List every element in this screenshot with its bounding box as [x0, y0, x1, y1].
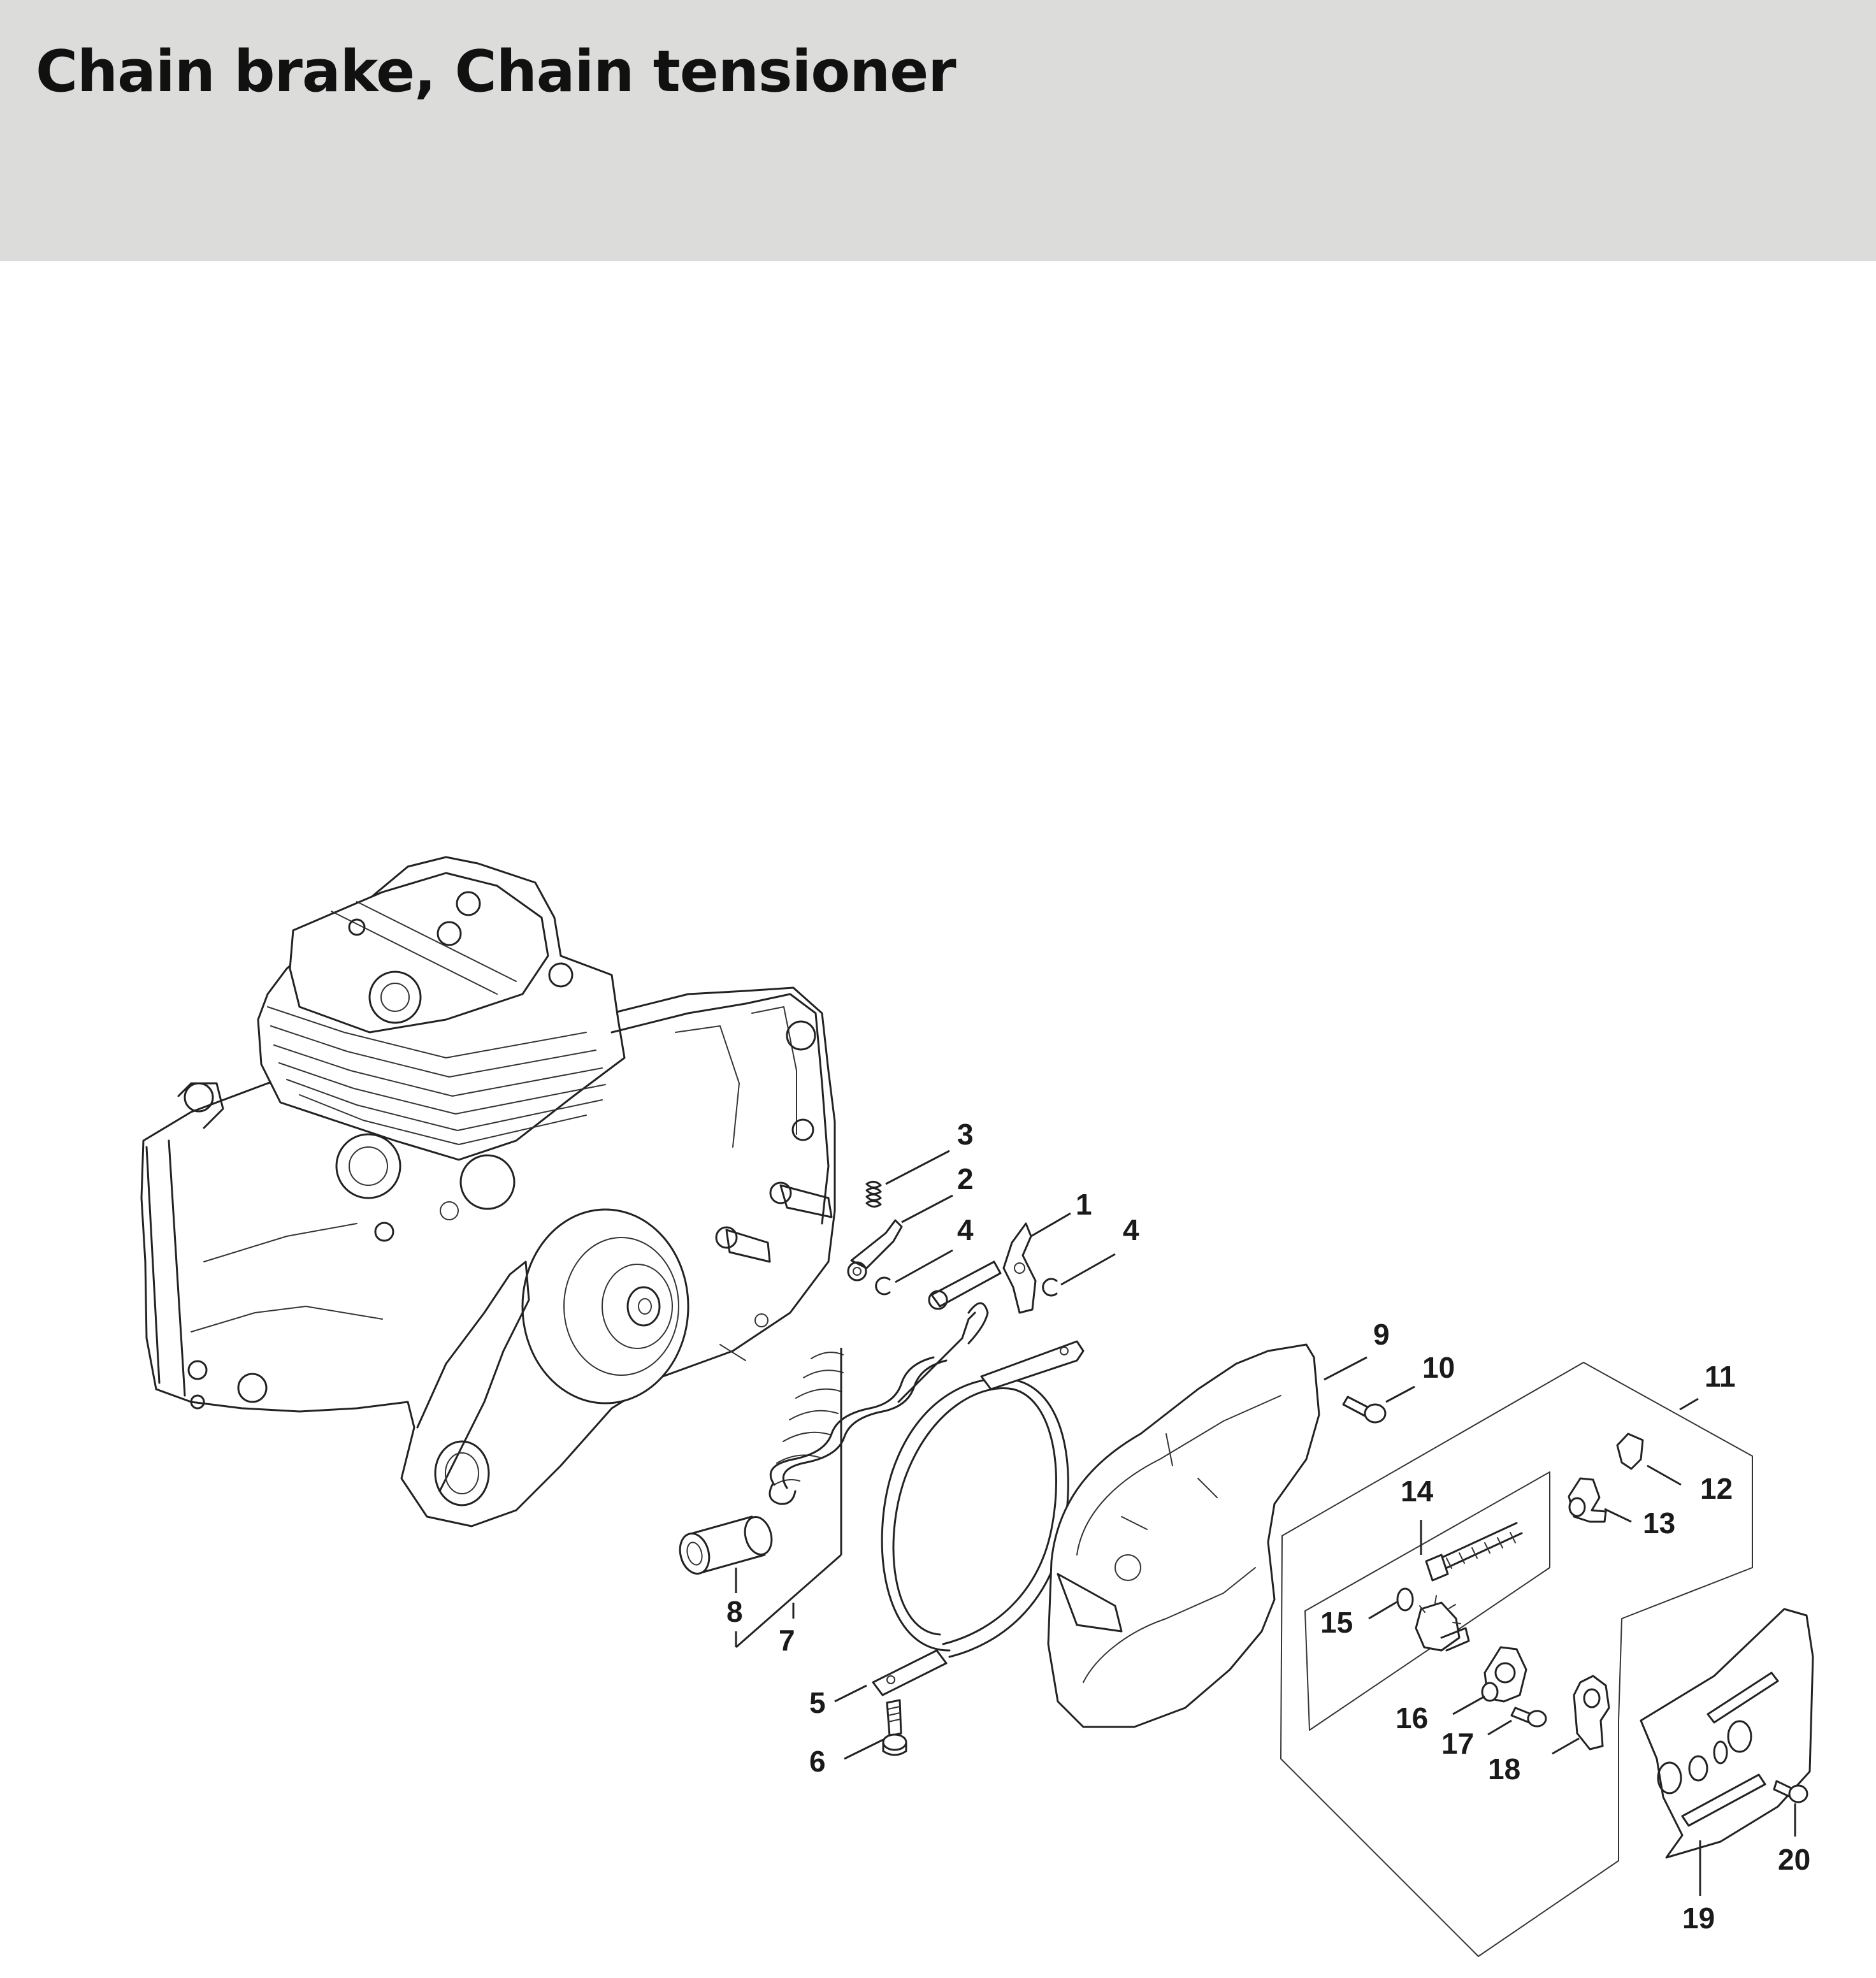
page-header: Chain brake, Chain tensioner — [0, 0, 1876, 261]
callout-1: 1 — [1076, 1188, 1092, 1221]
part-12-clip — [1616, 1433, 1644, 1470]
part-19-cover-plate — [1640, 1608, 1814, 1859]
callout-12: 12 — [1700, 1472, 1733, 1505]
callout-7: 7 — [779, 1624, 795, 1657]
callout-20: 20 — [1778, 1843, 1810, 1876]
callout-18: 18 — [1488, 1752, 1520, 1786]
callout-9: 9 — [1373, 1318, 1390, 1351]
callout-14: 14 — [1401, 1475, 1434, 1508]
part-16-tensioner-slide — [1481, 1646, 1527, 1703]
callout-19: 19 — [1682, 1902, 1715, 1935]
callout-4: 4 — [957, 1213, 974, 1246]
part-4-eclip-right — [1042, 1278, 1058, 1297]
callout-labels: 1 2 3 4 4 5 6 7 8 9 10 11 12 13 14 15 16… — [726, 1118, 1810, 1935]
callout-15: 15 — [1320, 1606, 1353, 1639]
callout-2: 2 — [957, 1162, 974, 1195]
part-15-o-ring — [1396, 1587, 1414, 1612]
part-14-subkit-outline — [1304, 1471, 1550, 1731]
callout-6: 6 — [809, 1745, 826, 1778]
part-6-screw — [882, 1699, 907, 1756]
part-4-eclip-left — [875, 1276, 891, 1296]
part-18-bracket — [1573, 1675, 1610, 1751]
callout-16: 16 — [1396, 1701, 1428, 1735]
part-13-guide — [1568, 1477, 1607, 1523]
callout-17: 17 — [1441, 1727, 1474, 1760]
part-2-lever — [847, 1219, 903, 1281]
part-14-tensioner-screw — [1425, 1522, 1523, 1582]
part-20-screw — [1773, 1780, 1808, 1803]
callout-4: 4 — [1123, 1213, 1139, 1246]
part-10-screw — [1342, 1396, 1387, 1424]
part-5-brake-band — [872, 1340, 1085, 1696]
part-14-tensioner-gear — [1415, 1595, 1470, 1652]
callout-8: 8 — [726, 1595, 743, 1628]
engine-assembly-drawing — [140, 856, 836, 1527]
part-3-spring — [865, 1181, 882, 1208]
part-9-sprocket-cover — [1047, 1343, 1320, 1728]
part-7-brake-spring — [768, 1302, 989, 1505]
callout-5: 5 — [809, 1686, 826, 1719]
callout-3: 3 — [957, 1118, 974, 1151]
callout-10: 10 — [1422, 1351, 1455, 1384]
part-1-brake-linkage — [928, 1222, 1037, 1314]
part-11-kit-outline — [1280, 1362, 1753, 1957]
callout-11: 11 — [1705, 1360, 1736, 1393]
callout-13: 13 — [1643, 1506, 1675, 1540]
page-title: Chain brake, Chain tensioner — [36, 38, 956, 105]
part-17-screw — [1510, 1707, 1547, 1728]
part-8-sleeve — [679, 1515, 773, 1575]
leader-lines — [735, 1150, 1796, 1896]
